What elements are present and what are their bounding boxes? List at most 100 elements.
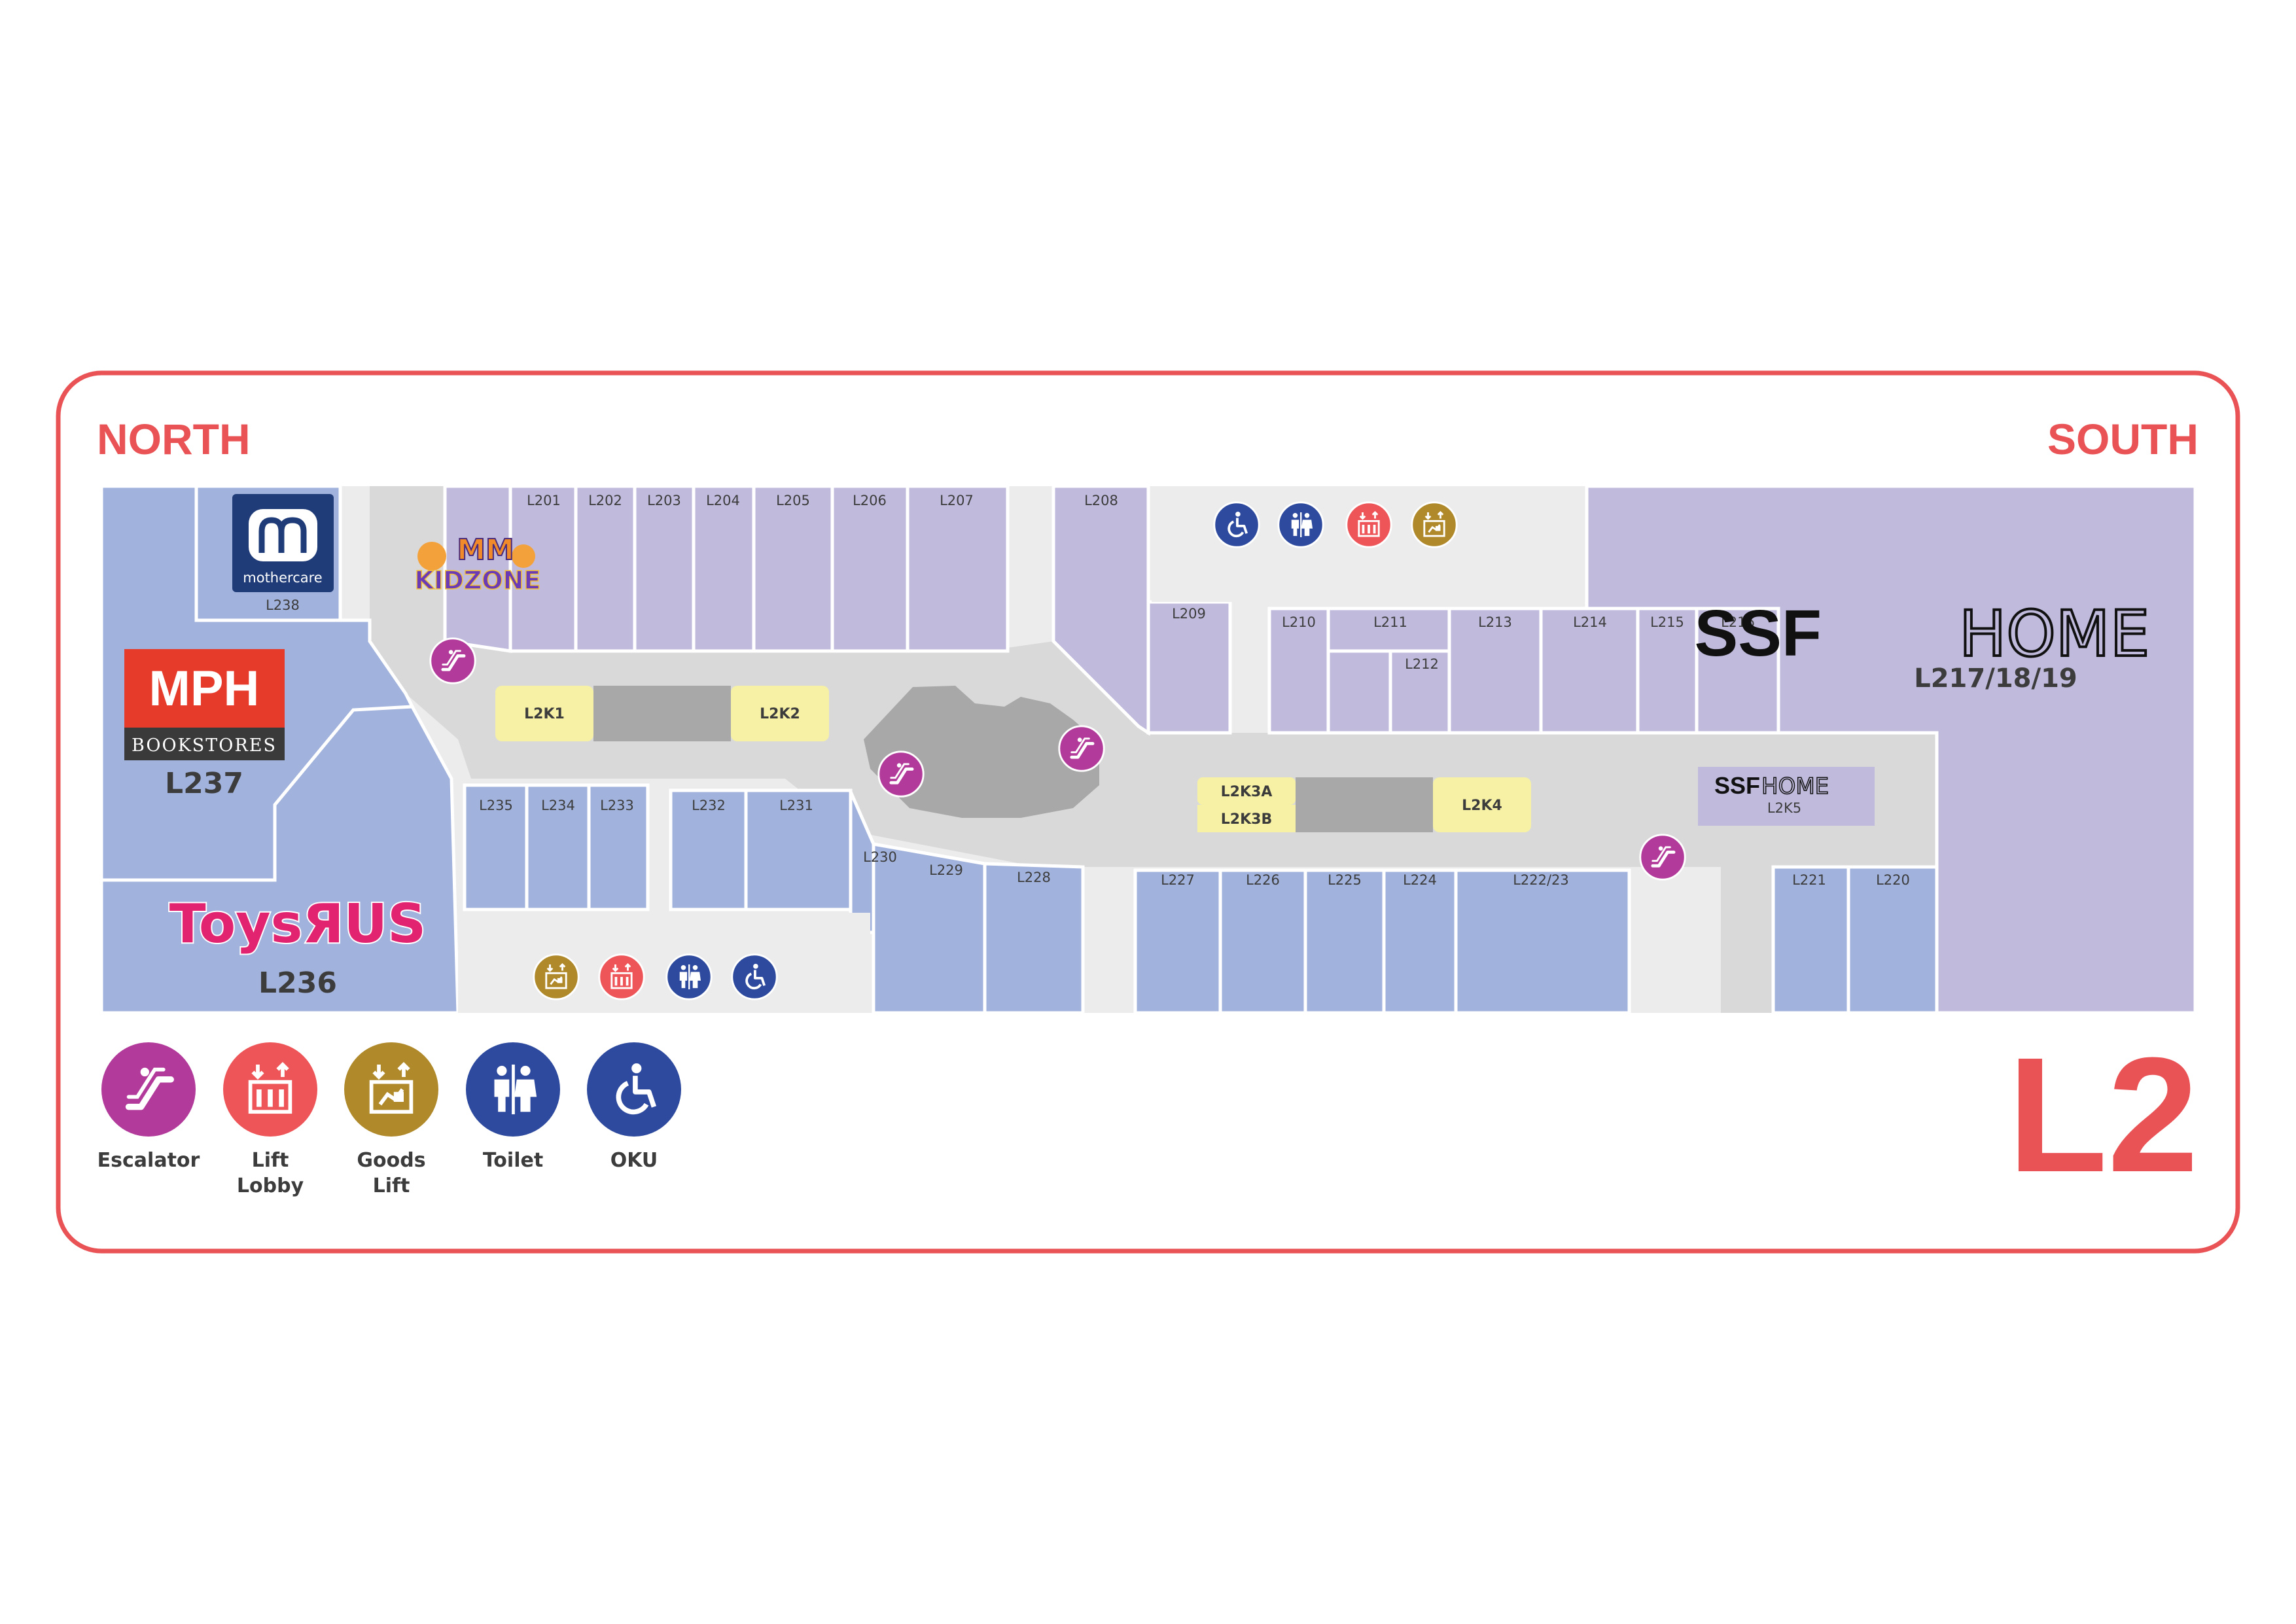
legend: Escalator Lift Lobby Goods Lift Toilet O…	[97, 1042, 681, 1197]
map-facilities-north	[1213, 501, 1458, 548]
unit-L232[interactable]	[669, 788, 748, 911]
unit-L201[interactable]	[508, 484, 578, 653]
legend-label-goods-2: Lift	[373, 1174, 410, 1197]
service-corridor-south	[458, 913, 870, 1013]
legend-label-oku: OKU	[610, 1149, 658, 1172]
ssf-brand-bold: SSF	[1695, 597, 1822, 670]
label-L230: L230	[863, 849, 897, 865]
kiosk-L2K3B[interactable]	[1197, 805, 1296, 832]
label-L216: L216	[1721, 614, 1755, 630]
label-L210: L210	[1282, 614, 1316, 630]
unit-L227[interactable]	[1133, 868, 1222, 1015]
label-L209: L209	[1172, 606, 1206, 622]
legend-lift-lobby[interactable]: Lift Lobby	[223, 1042, 317, 1197]
unit-L220[interactable]	[1846, 865, 1939, 1015]
unit-L229[interactable]	[872, 842, 987, 1015]
top-row-units	[443, 484, 1010, 653]
legend-label-toilet: Toilet	[483, 1149, 543, 1172]
unit-L209[interactable]	[1146, 600, 1232, 735]
label-L207: L207	[940, 493, 974, 508]
label-L214: L214	[1573, 614, 1607, 630]
unit-L207[interactable]	[906, 484, 1010, 653]
toilet-icon[interactable]	[1277, 501, 1324, 548]
unit-L217-18-19[interactable]	[1585, 484, 2197, 1015]
unit-L226[interactable]	[1218, 868, 1307, 1015]
label-L226: L226	[1246, 872, 1280, 888]
unit-L211-b[interactable]	[1326, 649, 1392, 735]
label-L212: L212	[1405, 656, 1439, 672]
legend-oku[interactable]: OKU	[587, 1042, 681, 1172]
legend-goods-lift[interactable]: Goods Lift	[344, 1042, 438, 1197]
label-L236: L236	[258, 966, 337, 1000]
unit-L225[interactable]	[1303, 868, 1386, 1015]
mm-kidzone-brand-bottom: KIDZONE	[415, 566, 541, 595]
kiosk-L2K3A[interactable]	[1197, 777, 1296, 805]
goods-lift-icon[interactable]	[533, 953, 580, 1000]
label-L233: L233	[600, 798, 634, 813]
unit-L202[interactable]	[574, 484, 637, 653]
label-L220: L220	[1876, 872, 1910, 888]
label-L217-18-19: L217/18/19	[1914, 663, 2077, 694]
unit-L208[interactable]	[1051, 484, 1150, 736]
mph-subbrand: BOOKSTORES	[132, 735, 277, 756]
unit-L204[interactable]	[692, 484, 756, 653]
escalator-icon[interactable]	[1639, 834, 1686, 881]
unit-L216[interactable]	[1695, 607, 1780, 735]
ssf-home-kiosk-logo: SSF HOME	[1714, 772, 1829, 800]
kiosk-void-1	[593, 686, 731, 741]
legend-escalator[interactable]: Escalator	[97, 1042, 200, 1172]
label-L208: L208	[1084, 493, 1118, 508]
label-L222-23: L222/23	[1513, 872, 1569, 888]
label-L235: L235	[479, 798, 513, 813]
mm-kidzone-logo: MM KIDZONE	[414, 533, 541, 595]
ssf-brand-light: HOME	[1959, 597, 2149, 671]
label-L2K2: L2K2	[760, 706, 800, 722]
lift-lobby-icon[interactable]	[1345, 501, 1392, 548]
label-L232: L232	[692, 798, 726, 813]
legend-toilet[interactable]: Toilet	[466, 1042, 560, 1172]
ssf-kiosk-brand-bold: SSF	[1714, 772, 1760, 799]
unit-L203[interactable]	[633, 484, 696, 653]
unit-L215[interactable]	[1636, 607, 1699, 735]
unit-L210[interactable]	[1267, 607, 1330, 735]
unit-L221[interactable]	[1771, 865, 1850, 1015]
lift-lobby-icon[interactable]	[598, 953, 645, 1000]
kiosks	[495, 686, 1875, 832]
escalator-icon[interactable]	[429, 637, 476, 684]
unit-L222-23[interactable]	[1454, 868, 1631, 1015]
label-L228: L228	[1017, 870, 1051, 885]
label-L234: L234	[541, 798, 575, 813]
goods-lift-icon[interactable]	[1411, 501, 1458, 548]
escalator-icon[interactable]	[1058, 725, 1105, 772]
unit-L206[interactable]	[830, 484, 910, 653]
label-L2K3A: L2K3A	[1221, 784, 1273, 800]
unit-L228[interactable]	[983, 862, 1085, 1015]
oku-icon[interactable]	[1213, 501, 1260, 548]
mothercare-brand: mothercare	[243, 570, 322, 586]
label-L215: L215	[1650, 614, 1684, 630]
label-L211: L211	[1373, 614, 1407, 630]
label-L2K1: L2K1	[524, 706, 565, 722]
unit-L231[interactable]	[744, 788, 853, 911]
kiosk-L2K4[interactable]	[1433, 777, 1531, 832]
unit-L224[interactable]	[1382, 868, 1458, 1015]
label-L227: L227	[1161, 872, 1195, 888]
oku-icon[interactable]	[731, 953, 778, 1000]
legend-label-escalator: Escalator	[97, 1149, 200, 1172]
label-L224: L224	[1403, 872, 1437, 888]
escalator-icon[interactable]	[877, 750, 925, 798]
kiosk-L2K2[interactable]	[731, 686, 829, 741]
mph-brand: MPH	[149, 661, 260, 716]
map-facilities-south	[533, 953, 778, 1000]
unit-L236[interactable]	[99, 705, 460, 1015]
label-L231: L231	[779, 798, 813, 813]
unit-L235[interactable]	[463, 783, 529, 911]
legend-label-goods-1: Goods	[357, 1149, 425, 1172]
unit-L205[interactable]	[752, 484, 834, 653]
toilet-icon[interactable]	[665, 953, 713, 1000]
unit-labels: L201 L202 L203 L204 L205 L206 L207 L208 …	[266, 493, 1910, 888]
kiosk-L2K5[interactable]	[1698, 767, 1875, 826]
kiosk-L2K1[interactable]	[495, 686, 593, 741]
unit-L233[interactable]	[587, 783, 650, 911]
